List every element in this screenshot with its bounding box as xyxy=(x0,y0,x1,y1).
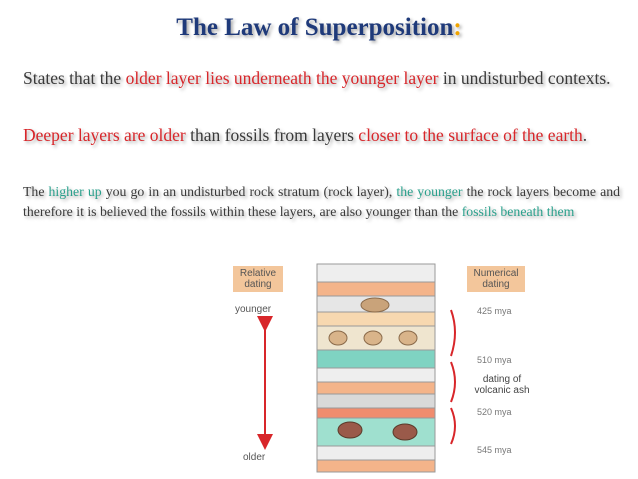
date-label-1: 425 mya xyxy=(477,306,512,316)
date-label-2: 510 mya xyxy=(477,355,512,365)
p3-highlight-3: fossils beneath them xyxy=(461,204,575,219)
date-label-3: 520 mya xyxy=(477,407,512,417)
paragraph-deeper-layers: Deeper layers are older than fossils fro… xyxy=(23,123,620,147)
brace-2 xyxy=(450,361,456,403)
strata-drawing xyxy=(257,263,456,473)
p3-text-2: you go in an undisturbed rock stratum (r… xyxy=(101,184,397,199)
older-label: older xyxy=(243,452,266,463)
date-label-4: 545 mya xyxy=(477,445,512,455)
rock-column xyxy=(316,263,436,473)
numerical-label-line1: Numerical xyxy=(473,268,519,279)
relative-label-line1: Relative xyxy=(239,268,277,279)
p3-highlight-1: higher up xyxy=(48,184,102,199)
ash-label-line2: volcanic ash xyxy=(474,385,530,396)
volcanic-ash-label: dating of volcanic ash xyxy=(467,374,537,396)
p2-period: . xyxy=(582,125,588,145)
paragraph-definition: States that the older layer lies underne… xyxy=(23,66,620,90)
p3-text-3: the rock layers become and therefore it … xyxy=(23,184,620,219)
title-text: The Law of Superposition xyxy=(176,14,454,41)
stratigraphy-figure: Relative dating Numerical dating younger… xyxy=(225,262,570,474)
p3-text-1: The xyxy=(23,184,49,199)
brace-3 xyxy=(450,407,456,445)
younger-label: younger xyxy=(235,304,272,315)
ash-label-line1: dating of xyxy=(482,374,522,385)
numerical-dating-box: Numerical dating xyxy=(467,266,525,292)
numerical-label-line2: dating xyxy=(482,279,510,290)
p3-highlight-2: the younger xyxy=(396,184,463,199)
p2-text: than fossils from layers xyxy=(185,125,359,145)
relative-label-line2: dating xyxy=(244,279,272,290)
p1-text-2: in undisturbed contexts. xyxy=(438,68,611,88)
p1-highlight: older layer lies underneath the younger … xyxy=(125,68,439,88)
paragraph-higher-up: The higher up you go in an undisturbed r… xyxy=(23,182,620,222)
p2-highlight-1: Deeper layers are older xyxy=(23,125,186,145)
p1-text-1: States that the xyxy=(23,68,126,88)
title-colon: : xyxy=(453,14,462,41)
brace-1 xyxy=(450,309,456,357)
relative-dating-box: Relative dating xyxy=(233,266,283,292)
p2-highlight-2: closer to the surface of the earth xyxy=(358,125,583,145)
slide-title: The Law of Superposition: xyxy=(0,14,638,42)
